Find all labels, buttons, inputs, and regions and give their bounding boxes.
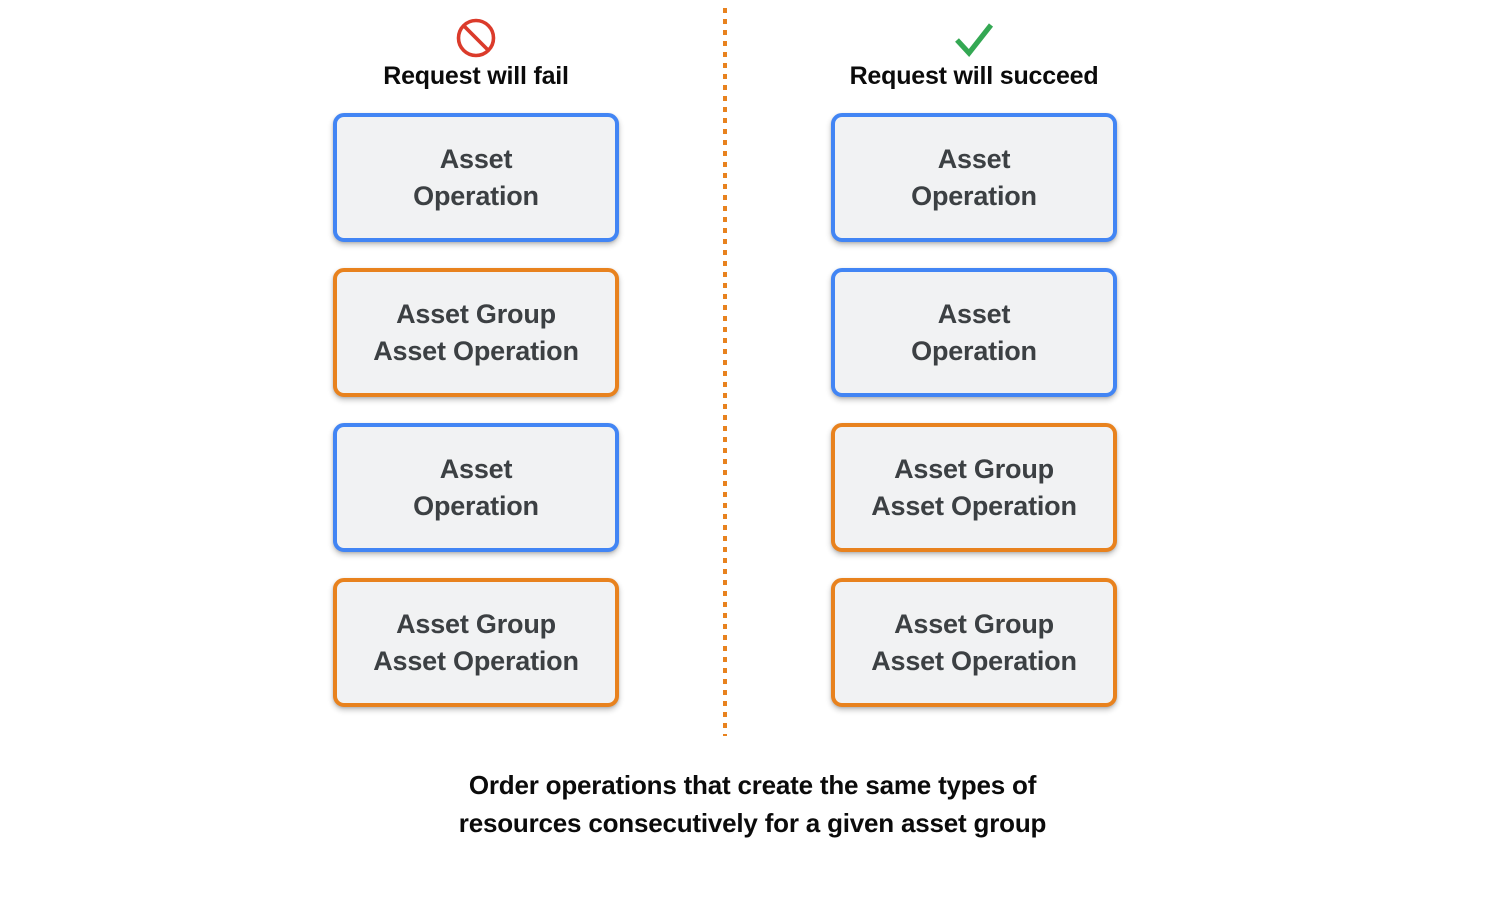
prohibition-icon [456, 18, 496, 58]
operation-box[interactable]: Asset Group Asset Operation [831, 423, 1117, 552]
column-header-succeed: Request will succeed [824, 0, 1124, 113]
column-request-will-succeed: Request will succeed Asset Operation Ass… [824, 0, 1124, 707]
operation-box[interactable]: Asset Operation [831, 268, 1117, 397]
column-divider [723, 8, 727, 736]
operation-box[interactable]: Asset Group Asset Operation [333, 578, 619, 707]
operation-box[interactable]: Asset Operation [333, 423, 619, 552]
checkmark-icon [955, 23, 994, 58]
operation-box[interactable]: Asset Operation [831, 113, 1117, 242]
operation-box-label: Asset Group Asset Operation [373, 298, 579, 366]
box-stack-succeed: Asset Operation Asset Operation Asset Gr… [824, 113, 1124, 707]
operation-box-label: Asset Group Asset Operation [871, 608, 1077, 676]
operation-box[interactable]: Asset Group Asset Operation [831, 578, 1117, 707]
operation-box-label: Asset Operation [911, 298, 1037, 366]
operation-box[interactable]: Asset Group Asset Operation [333, 268, 619, 397]
operation-box[interactable]: Asset Operation [333, 113, 619, 242]
column-title-succeed: Request will succeed [849, 62, 1099, 90]
operation-box-label: Asset Operation [413, 453, 539, 521]
diagram-caption: Order operations that create the same ty… [458, 770, 1047, 838]
operation-box-label: Asset Operation [413, 143, 539, 211]
column-title-fail: Request will fail [383, 62, 569, 90]
box-stack-fail: Asset Operation Asset Group Asset Operat… [326, 113, 626, 707]
operation-box-label: Asset Operation [911, 143, 1037, 211]
column-request-will-fail: Request will fail Asset Operation Asset … [326, 0, 626, 707]
operation-box-label: Asset Group Asset Operation [373, 608, 579, 676]
column-header-fail: Request will fail [326, 0, 626, 113]
operation-box-label: Asset Group Asset Operation [871, 453, 1077, 521]
